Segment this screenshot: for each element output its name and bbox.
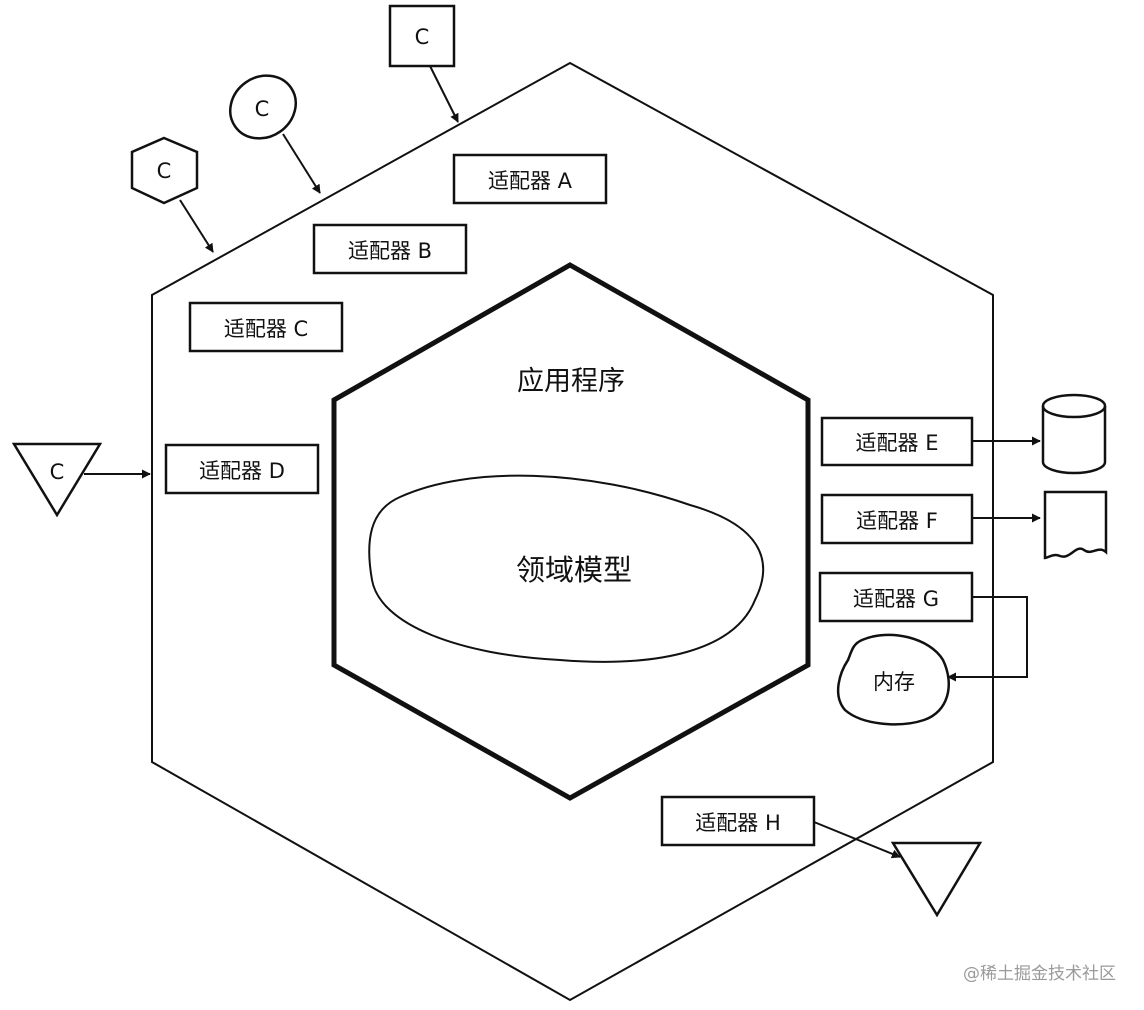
client-ellipse: C — [229, 74, 297, 140]
adapter-g-label: 适配器 G — [853, 587, 939, 611]
adapter-g-arrow — [947, 596, 1028, 682]
adapter-b: 适配器 B — [312, 223, 468, 275]
adapter-a: 适配器 A — [452, 153, 608, 205]
client-triangle-label: C — [50, 460, 65, 484]
domain-model-blob — [368, 474, 765, 663]
client-ellipse-arrow — [282, 133, 321, 194]
application-hexagon — [331, 262, 811, 801]
output-triangle — [890, 841, 983, 918]
adapter-h-arrow — [813, 821, 901, 859]
adapter-b-label: 适配器 B — [348, 239, 432, 263]
memory-label: 内存 — [873, 670, 915, 694]
watermark: @稀土掘金技术社区 — [963, 964, 1116, 984]
client-hexagon-label: C — [157, 159, 172, 183]
adapter-c: 适配器 C — [188, 301, 344, 353]
domain-model-label: 领域模型 — [516, 553, 632, 587]
adapter-d: 适配器 D — [164, 443, 320, 495]
application-label: 应用程序 — [517, 366, 625, 397]
adapter-g: 适配器 G — [818, 571, 974, 623]
adapter-h-label: 适配器 H — [695, 811, 780, 835]
adapter-h: 适配器 H — [660, 795, 816, 847]
client-square: C — [388, 4, 456, 68]
database-icon — [1041, 393, 1107, 475]
adapter-f-label: 适配器 F — [856, 509, 938, 533]
outer-hexagon — [151, 61, 994, 1002]
adapter-e: 适配器 E — [820, 416, 974, 467]
client-hexagon-arrow — [179, 199, 214, 253]
client-ellipse-label: C — [255, 97, 270, 121]
memory-blob — [836, 633, 950, 726]
document-icon — [1043, 490, 1108, 560]
client-square-label: C — [415, 25, 430, 49]
adapter-c-label: 适配器 C — [224, 317, 308, 341]
adapter-a-label: 适配器 A — [488, 169, 573, 193]
adapter-f: 适配器 F — [820, 493, 974, 545]
client-triangle: C — [11, 442, 103, 518]
client-square-arrow — [429, 65, 459, 123]
client-hexagon: C — [130, 136, 199, 205]
adapter-d-label: 适配器 D — [199, 459, 285, 483]
adapter-e-label: 适配器 E — [856, 431, 939, 455]
